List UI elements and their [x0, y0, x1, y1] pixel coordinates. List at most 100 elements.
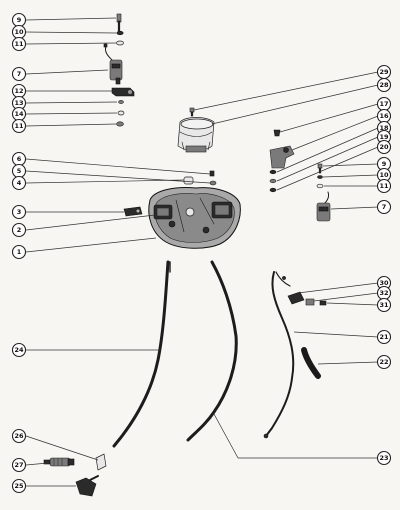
callout-21: 21 [376, 329, 392, 345]
callout-14: 14 [11, 106, 27, 122]
screw-part-29 [189, 107, 195, 117]
coil-part-7-left [103, 43, 123, 85]
callout-12: 12 [11, 83, 27, 99]
svg-text:11: 11 [14, 40, 24, 48]
svg-text:7: 7 [382, 203, 387, 211]
washer-part-11 [116, 40, 124, 46]
svg-text:18: 18 [379, 124, 389, 132]
svg-text:32: 32 [379, 289, 388, 297]
leader-lines [25, 17, 379, 487]
screw-part-9 [116, 13, 122, 32]
svg-text:7: 7 [17, 70, 22, 78]
svg-text:16: 16 [379, 112, 389, 120]
svg-text:11: 11 [14, 122, 24, 130]
screw-part-31 [319, 300, 327, 306]
bracket-part-28 [177, 117, 215, 153]
washer-part-19 [269, 178, 277, 184]
spark-plug-part-27 [43, 457, 75, 467]
callout-1: 1 [11, 244, 27, 260]
callout-32: 32 [376, 285, 392, 301]
callout-26: 26 [11, 428, 27, 444]
svg-text:22: 22 [379, 358, 388, 366]
svg-text:13: 13 [14, 99, 23, 107]
clamp-part-30 [287, 291, 305, 305]
callout-11-right: 11 [376, 178, 392, 194]
svg-text:10: 10 [14, 28, 24, 36]
svg-text:20: 20 [379, 143, 389, 151]
svg-text:30: 30 [379, 279, 389, 287]
sleeve-part-22 [301, 347, 321, 379]
plug-cap-part-25 [75, 475, 99, 497]
callout-11-lower: 11 [11, 118, 27, 134]
callout-7-right: 7 [376, 199, 392, 215]
callout-3: 3 [11, 204, 27, 220]
coil-part-2-left [153, 204, 173, 220]
svg-text:5: 5 [17, 167, 22, 175]
callout-11: 11 [11, 36, 27, 52]
callout-10: 10 [11, 24, 27, 40]
clip-part-32 [305, 298, 315, 306]
svg-text:23: 23 [379, 454, 388, 462]
svg-text:21: 21 [379, 333, 389, 341]
washer-part-10 [116, 30, 124, 36]
wire-harness-part-21 [263, 271, 295, 439]
small-part-5 [209, 180, 217, 186]
svg-text:11: 11 [379, 182, 389, 190]
bushing-part-4 [183, 176, 194, 185]
callout-4: 4 [11, 175, 27, 191]
svg-text:29: 29 [379, 68, 389, 76]
clip-part-3 [123, 206, 143, 217]
svg-text:28: 28 [379, 81, 389, 89]
svg-text:19: 19 [379, 133, 389, 141]
callout-5: 5 [11, 163, 27, 179]
svg-text:14: 14 [14, 110, 24, 118]
svg-text:10: 10 [379, 171, 389, 179]
nut-part-13 [118, 100, 124, 104]
svg-text:9: 9 [17, 16, 22, 24]
callout-16: 16 [376, 108, 392, 124]
svg-text:9: 9 [382, 160, 387, 168]
screw-part-9-right [317, 163, 323, 174]
callout-22: 22 [376, 354, 392, 370]
svg-text:24: 24 [14, 346, 24, 354]
svg-text:1: 1 [17, 248, 22, 256]
callout-25: 25 [11, 478, 27, 494]
callout-20: 20 [376, 139, 392, 155]
callout-2: 2 [11, 222, 27, 238]
callout-24: 24 [11, 342, 27, 358]
callout-23: 23 [376, 450, 392, 466]
boot-part-26 [95, 453, 107, 471]
svg-text:3: 3 [17, 208, 22, 216]
svg-text:17: 17 [379, 100, 388, 108]
lead-wire-part-23 [186, 260, 238, 442]
screw-part-17 [273, 129, 281, 137]
callout-31: 31 [376, 297, 392, 313]
callout-17: 17 [376, 96, 392, 112]
callout-9: 9 [11, 12, 27, 28]
callouts-left: 9 10 11 7 12 13 14 11 6 5 4 3 2 1 24 26 … [11, 12, 27, 494]
svg-text:4: 4 [17, 179, 22, 187]
washer-part-11-right [316, 183, 324, 189]
svg-text:12: 12 [14, 87, 23, 95]
lead-wire-part-24 [112, 260, 171, 448]
svg-text:26: 26 [14, 432, 24, 440]
bracket-part-16 [269, 145, 295, 169]
washer-part-11-lower [116, 121, 124, 127]
callout-28: 28 [376, 77, 392, 93]
washer-part-20 [269, 187, 277, 193]
svg-text:27: 27 [14, 461, 23, 469]
washer-part-14 [117, 110, 125, 116]
coil-part-7-right [316, 191, 331, 222]
coil-part-2-right [211, 201, 233, 219]
svg-text:31: 31 [379, 301, 389, 309]
callout-29: 29 [376, 64, 392, 80]
callout-6: 6 [11, 151, 27, 167]
washer-part-18 [269, 169, 277, 175]
washer-part-10-right [317, 175, 323, 179]
svg-text:6: 6 [17, 155, 22, 163]
callouts-right: 29 28 17 16 18 19 20 9 10 11 7 30 32 31 … [376, 64, 392, 466]
small-part-6 [209, 170, 215, 177]
svg-text:2: 2 [17, 226, 22, 234]
terminal-part-12 [111, 87, 135, 97]
